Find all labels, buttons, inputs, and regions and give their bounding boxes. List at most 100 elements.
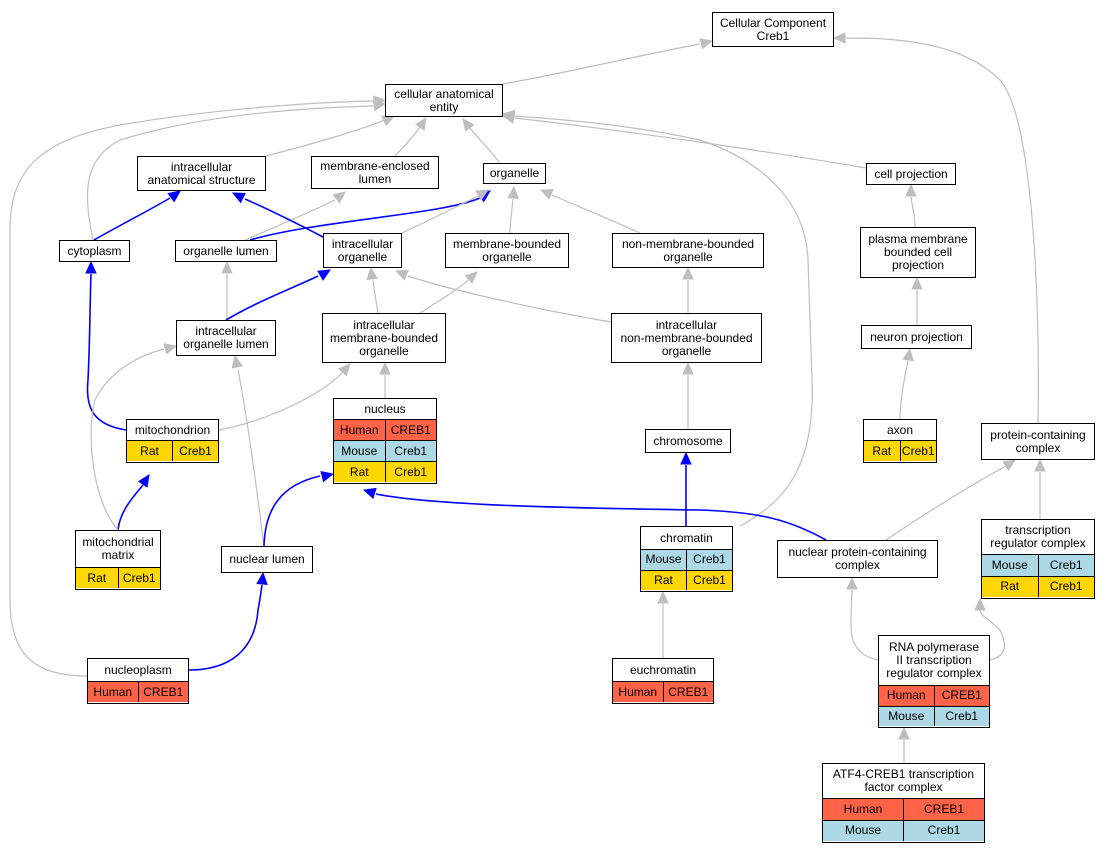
arrowhead-icon <box>699 38 714 50</box>
gene-symbol: CREB1 <box>903 799 984 820</box>
edge-line <box>86 273 127 431</box>
node-label: membrane-enclosed lumen <box>320 158 430 186</box>
edge-line <box>372 279 379 314</box>
arrowhead-icon <box>231 354 243 369</box>
arrowhead-icon <box>167 190 181 203</box>
edge-line <box>979 609 1005 661</box>
edge-membrane-bounded-to-organelle <box>507 185 519 234</box>
edge-line <box>514 117 867 169</box>
node-intracellular-anatomical-structure[interactable]: intracellular anatomical structure <box>137 156 266 191</box>
gene-symbol: Creb1 <box>686 570 732 590</box>
edge-line <box>514 115 813 527</box>
edge-line <box>845 37 1039 424</box>
arrowhead-icon <box>320 471 335 483</box>
edge-cytoplasm-to-intracellular-structure <box>93 190 181 241</box>
node-nuclear-protein-containing-complex[interactable]: nuclear protein-containing complex <box>777 540 938 578</box>
node-organelle-lumen[interactable]: organelle lumen <box>175 240 277 262</box>
arrowhead-icon <box>911 276 923 290</box>
species-name: Human <box>618 684 658 699</box>
arrowhead-icon <box>680 451 692 465</box>
node-rna-polymerase-ii-transcription-regulator-complex[interactable]: RNA polymerase II transcription regulato… <box>878 635 990 728</box>
species-name: Rat <box>654 572 673 587</box>
gene-symbol: Creb1 <box>1037 555 1095 576</box>
node-chromosome[interactable]: chromosome <box>645 429 731 453</box>
node-label: nuclear lumen <box>229 552 305 566</box>
node-label: protein-containing complex <box>990 427 1086 455</box>
node-label: axon <box>886 422 914 437</box>
node-non-membrane-bounded-organelle[interactable]: non-membrane-bounded organelle <box>612 233 764 268</box>
node-intracellular-organelle[interactable]: intracellular organelle <box>323 233 402 268</box>
node-neuron-projection[interactable]: neuron projection <box>861 325 972 349</box>
node-label: nucleus <box>364 401 406 416</box>
arrowhead-icon <box>462 118 475 132</box>
edge-line <box>265 119 386 157</box>
arrowhead-icon <box>256 571 268 585</box>
arrowhead-icon <box>539 189 554 200</box>
arrowhead-icon <box>317 269 332 281</box>
species-row-rat: Rat Creb1 <box>641 569 732 590</box>
edge-intracellular-organelle-to-organelle <box>401 189 490 234</box>
node-nuclear-lumen[interactable]: nuclear lumen <box>221 546 313 573</box>
node-label: intracellular anatomical structure <box>147 159 256 187</box>
gene-symbol: CREB1 <box>933 686 990 706</box>
species-name: Human <box>93 684 133 699</box>
species-name: Mouse <box>991 557 1028 572</box>
node-intracellular-organelle-lumen[interactable]: intracellular organelle lumen <box>176 320 276 356</box>
node-label: membrane-bounded organelle <box>452 236 562 264</box>
arrowhead-icon <box>394 269 409 281</box>
edge-line <box>885 465 1007 541</box>
node-label: mitochondrion <box>134 422 211 437</box>
node-plasma-membrane-bounded-cell-projection[interactable]: plasma membrane bounded cell projection <box>860 227 976 278</box>
arrowhead-icon <box>846 576 858 590</box>
edge-line <box>551 194 641 234</box>
node-intracellular-membrane-bounded-organelle[interactable]: intracellular membrane-bounded organelle <box>322 313 446 363</box>
node-label: organelle <box>489 166 540 180</box>
node-cytoplasm[interactable]: cytoplasm <box>59 240 130 262</box>
edge-line <box>394 126 421 157</box>
node-label: plasma membrane bounded cell projection <box>868 232 968 272</box>
node-label: chromatin <box>660 530 713 545</box>
node-label: intracellular membrane-bounded organelle <box>329 317 439 358</box>
edge-plasma-projection-to-cell-projection <box>905 183 917 228</box>
node-cellular-component-root[interactable]: Cellular Component Creb1 <box>712 12 834 47</box>
node-protein-containing-complex[interactable]: protein-containing complex <box>981 423 1095 460</box>
arrowhead-icon <box>464 271 478 285</box>
gene-symbol: Creb1 <box>384 462 437 482</box>
node-membrane-bounded-organelle[interactable]: membrane-bounded organelle <box>445 233 569 268</box>
node-cellular-anatomical-entity[interactable]: cellular anatomical entity <box>385 84 503 117</box>
node-cell-projection[interactable]: cell projection <box>866 163 956 185</box>
edge-line <box>899 360 909 420</box>
edge-organelle-to-entity <box>462 118 501 164</box>
arrowhead-icon <box>475 189 490 201</box>
edge-non-membrane-organelle-to-non-membrane <box>682 266 694 314</box>
node-label: intracellular non-membrane-bounded organ… <box>620 317 753 358</box>
node-intracellular-non-membrane-bounded-organelle[interactable]: intracellular non-membrane-bounded organ… <box>611 313 762 363</box>
node-label: intracellular organelle lumen <box>183 324 269 351</box>
arrowhead-icon <box>163 343 178 355</box>
node-membrane-enclosed-lumen[interactable]: membrane-enclosed lumen <box>311 156 439 189</box>
arrowhead-icon <box>332 191 346 204</box>
node-organelle[interactable]: organelle <box>483 163 546 184</box>
arrowhead-icon <box>373 95 387 107</box>
edge-protein-complex-to-root <box>832 32 1039 424</box>
edge-membrane-bounded-organelle-to-membrane-bounded <box>419 271 478 314</box>
edge-line <box>910 196 916 228</box>
edge-mitochondrion-to-membrane-bounded <box>218 363 351 431</box>
